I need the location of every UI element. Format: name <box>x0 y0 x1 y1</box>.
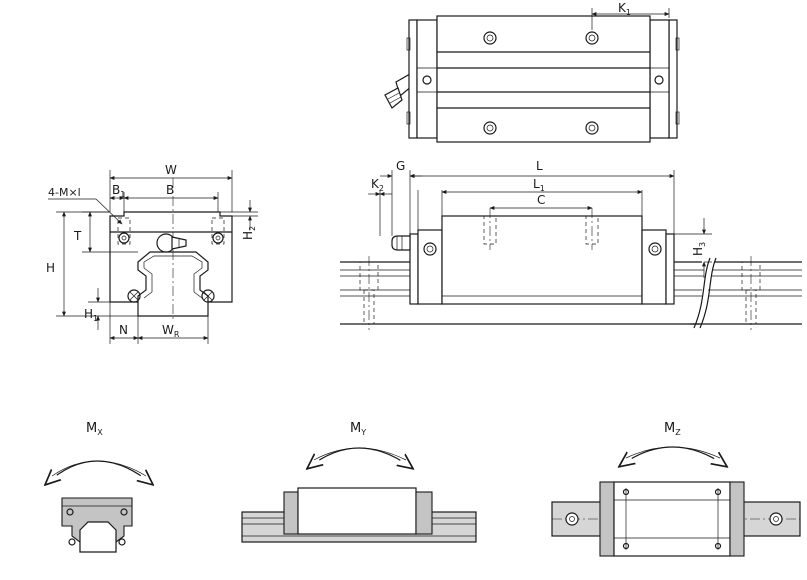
h1-label: H1 <box>84 307 98 323</box>
n-label: N <box>119 323 128 337</box>
w-label: W <box>165 163 177 177</box>
my-label: MY <box>350 421 366 437</box>
top-view: K1 <box>384 1 680 143</box>
h3-label: H3 <box>691 242 707 256</box>
moment-my-diagram: MY <box>241 421 477 543</box>
h-label: H <box>46 261 55 275</box>
side-view: G L K2 L1 C H3 <box>340 159 802 330</box>
h2-label: H2 <box>241 226 257 240</box>
c-label: C <box>537 193 545 207</box>
t-label: T <box>73 229 82 243</box>
k2-label: K2 <box>371 177 384 193</box>
moment-mz-diagram: MZ <box>551 421 801 557</box>
end-view: W B1 B 4-M×l T H H1 H2 <box>46 163 258 344</box>
m-label: 4-M×l <box>48 186 81 199</box>
moment-mx-diagram: MX <box>46 421 152 553</box>
l-label: L <box>536 159 543 173</box>
mx-label: MX <box>86 421 103 437</box>
k1-label: K1 <box>618 1 631 17</box>
grease-nipple-top <box>384 73 413 109</box>
g-label: G <box>396 159 405 173</box>
l1-label: L1 <box>533 177 545 193</box>
b1-label: B1 <box>112 183 125 199</box>
wr-label: WR <box>162 323 180 339</box>
b-label: B <box>166 183 174 197</box>
mz-label: MZ <box>664 421 681 437</box>
